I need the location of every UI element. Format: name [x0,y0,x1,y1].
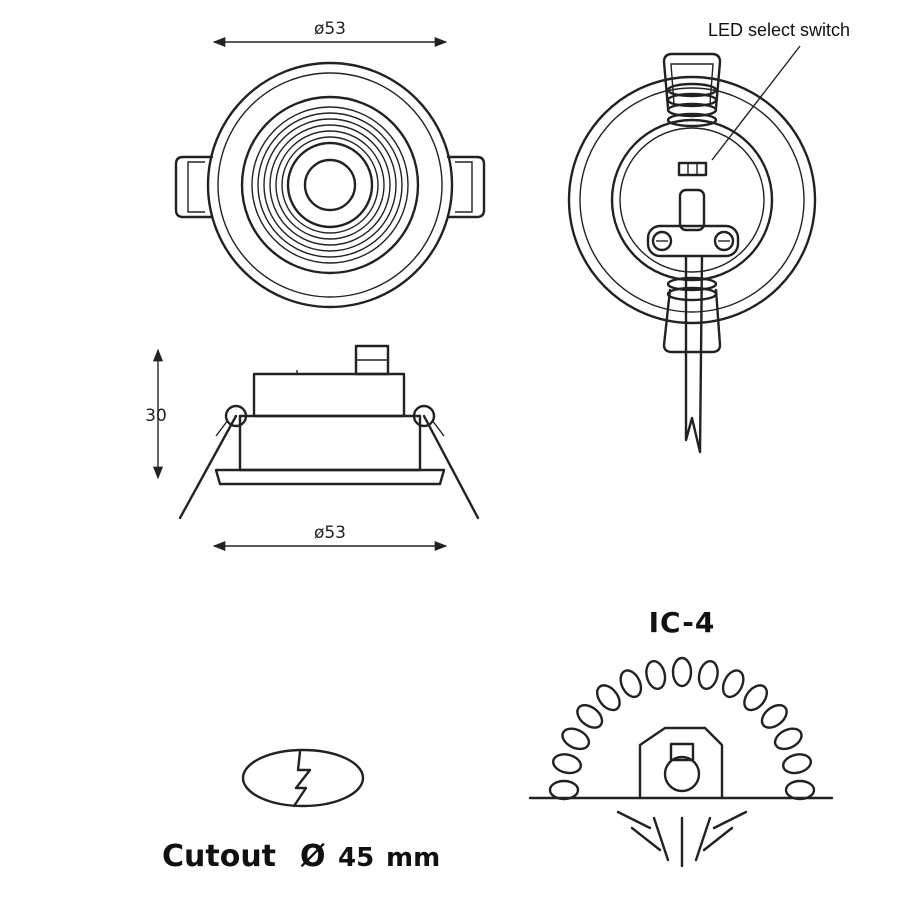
insulation-coil [721,669,745,699]
left-spring-leg [178,414,238,520]
ic-lamp [663,755,701,793]
led-lens [303,158,357,212]
insulation-coil [760,703,788,729]
rear-driver-housing [610,118,774,282]
insulation-coil [645,660,667,690]
led-switch-callout: LED select switch [708,20,850,40]
front-view: ø53 [174,19,486,309]
rear-outer-rim [567,75,817,325]
insulation-coil [697,660,719,690]
insulation-coil [671,656,693,688]
clamp-screw-left [651,230,673,252]
insulation-coil [548,779,580,801]
cutout-unit: mm [386,843,440,873]
right-spring-leg [422,414,480,520]
housing-body [238,414,422,472]
led-switch-leader [711,45,801,161]
power-cable [684,254,704,454]
bezel [214,468,446,486]
led-select-switch [677,161,708,177]
ic-rating-section: IC-4 [528,606,834,868]
side-view: 30 ø53 [145,344,480,552]
cutout-saw-mark [292,750,312,808]
driver-box [252,372,406,418]
right-tab [446,155,486,219]
ic-rating-label: IC-4 [649,606,716,639]
reflector-ring [240,95,420,275]
insulation-coil [784,779,816,801]
left-tab [174,155,214,219]
top-diameter-label: ø53 [314,19,346,39]
rear-view: LED select switch [567,20,850,454]
cutout-label: Cutout [162,839,276,874]
cutout-value: 45 [338,843,374,873]
clamp-screw-right [713,230,735,252]
bottom-spring-clip [662,288,722,354]
insulation-coils [548,656,816,801]
cable-clamp [646,224,740,258]
light-rays [616,810,748,868]
insulation-coil [576,703,604,729]
side-diameter-label: ø53 [314,523,346,543]
cutout-section: Cutout Ø 45 mm [162,748,440,874]
insulation-coil [595,684,621,712]
cable-gland [678,188,706,232]
ic-fixture-body [638,726,724,800]
cutout-icon [241,748,365,808]
insulation-coil [619,669,643,699]
insulation-coil [782,753,812,775]
insulation-coil [561,727,591,751]
cutout-symbol: Ø [300,839,326,874]
insulation-coil [743,684,769,712]
top-spring-clip [662,52,722,110]
height-label: 30 [145,406,167,426]
insulation-coil [552,753,582,775]
outer-rim [206,61,454,309]
insulation-coil [773,727,803,751]
